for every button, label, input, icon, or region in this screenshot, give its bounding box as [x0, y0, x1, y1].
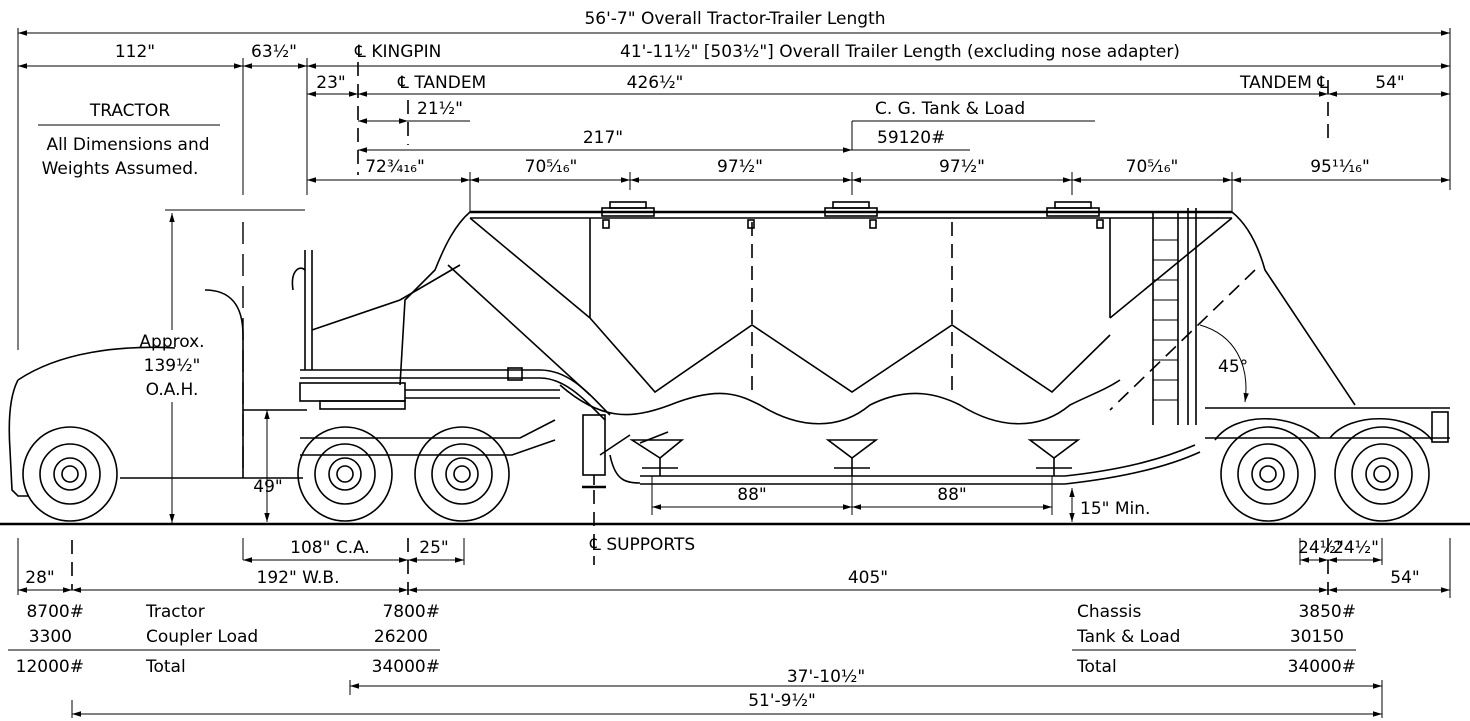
wr-r3-right: 34000#: [1288, 657, 1356, 677]
tractor-note-line1: All Dimensions and: [46, 135, 209, 155]
dim-seg1: 72¾₁₆": [365, 157, 425, 177]
dim-112-label: 112": [115, 42, 155, 62]
tractor-rear-wheel-1: [297, 426, 393, 522]
dim-21-label: 21½": [417, 99, 463, 119]
cg-weight: 59120#: [877, 128, 945, 148]
dim-217-label: 217": [583, 128, 623, 148]
trailer-wheel-1: [1220, 426, 1316, 522]
rear-ladder: [1152, 208, 1197, 425]
tandem-label: ℄ TANDEM: [397, 73, 486, 93]
outlet-2: [825, 439, 879, 476]
tractor-title: TRACTOR: [89, 101, 170, 121]
ca-label: 108" C.A.: [290, 538, 370, 558]
dim-seg3: 97½": [717, 157, 763, 177]
wl-r3-right: 34000#: [372, 657, 440, 677]
mid-span-label: 405": [848, 568, 888, 588]
wl-r2-left: 3300: [29, 627, 72, 647]
fifth-wheel-height: 49": [253, 477, 282, 497]
rear-tandem-label: TANDEM ℄: [1239, 73, 1328, 93]
ground-clearance-label: 15" Min.: [1080, 499, 1150, 519]
rear-frame: 45°: [1199, 324, 1450, 522]
weights-right: Chassis 3850# Tank & Load 30150 Total 34…: [1072, 602, 1356, 677]
outlet-3: [1027, 439, 1081, 476]
manhole-1: [601, 201, 655, 217]
oah-line2: 139½": [144, 356, 201, 376]
dim-trailer-label: 41'-11½" [503½"] Overall Trailer Length …: [620, 42, 1180, 62]
dim-seg6: 95¹¹⁄₁₆": [1310, 157, 1370, 177]
bottom-dim-2: 51'-9½": [748, 691, 816, 711]
leg-spacing-2: 88": [937, 485, 966, 505]
oah-line3: O.A.H.: [146, 380, 199, 400]
trailer-wheel-2: [1334, 426, 1430, 522]
leg-spacing-1: 88": [737, 485, 766, 505]
dim-seg5: 70⁵⁄₁₆": [1126, 157, 1179, 177]
cg-label: C. G. Tank & Load: [875, 99, 1025, 119]
rear-b-label: 24½": [1333, 538, 1379, 558]
kingpin-label: ℄ KINGPIN: [354, 42, 441, 62]
wr-r1-right: 3850#: [1298, 602, 1356, 622]
oah-line1: Approx.: [139, 332, 204, 352]
front-axle-label: 28": [25, 568, 54, 588]
rear-a-label: 24½": [1298, 538, 1344, 558]
wr-r1-label: Chassis: [1077, 602, 1141, 622]
tractor-note-line2: Weights Assumed.: [42, 159, 199, 179]
ca-offset-label: 25": [419, 538, 448, 558]
tractor-rear-wheel-2: [414, 426, 510, 522]
tractor-front-wheel: [22, 426, 118, 522]
dim-seg2: 70⁵⁄₁₆": [525, 157, 578, 177]
wl-r3-label: Total: [145, 657, 186, 677]
supports-label: ℄ SUPPORTS: [589, 535, 695, 555]
wl-r3-left: 12000#: [16, 657, 84, 677]
dim-426-label: 426½": [627, 73, 684, 93]
manhole-3: [1046, 201, 1100, 217]
wl-r2-right: 26200: [374, 627, 428, 647]
dim-63-label: 63½": [251, 42, 297, 62]
outlet-1: [629, 439, 685, 476]
wr-r2-right: 30150: [1290, 627, 1344, 647]
weights-left: 8700# Tractor 7800# 3300 Coupler Load 26…: [8, 602, 440, 677]
dim-overall-label: 56'-7" Overall Tractor-Trailer Length: [584, 9, 885, 29]
front-frame: [291, 250, 611, 489]
wr-r2-label: Tank & Load: [1076, 627, 1180, 647]
dim-54-label: 54": [1375, 73, 1404, 93]
wheelbase-label: 192" W.B.: [257, 568, 340, 588]
top-dimensions: 56'-7" Overall Tractor-Trailer Length 11…: [17, 9, 1451, 350]
bottom-dimensions: ℄ SUPPORTS 108" C.A. 25" 24½" 24½" 28" 1…: [17, 490, 1451, 718]
dim-seg4: 97½": [939, 157, 985, 177]
wl-r1-left: 8700#: [26, 602, 84, 622]
rear-c-label: 54": [1390, 568, 1419, 588]
discharge-line: [599, 431, 1201, 485]
bottom-dim-1: 37'-10½": [787, 667, 865, 687]
tractor-note: TRACTOR All Dimensions and Weights Assum…: [38, 101, 305, 523]
manhole-2: [824, 201, 878, 217]
angle-label: 45°: [1218, 357, 1248, 377]
tractor: 49": [8, 222, 556, 522]
wl-r1-label: Tractor: [145, 602, 205, 622]
dim-23-label: 23": [316, 73, 345, 93]
wr-r3-label: Total: [1076, 657, 1117, 677]
wl-r2-label: Coupler Load: [146, 627, 258, 647]
wl-r1-right: 7800#: [382, 602, 440, 622]
trailer-tank: [399, 201, 1356, 425]
